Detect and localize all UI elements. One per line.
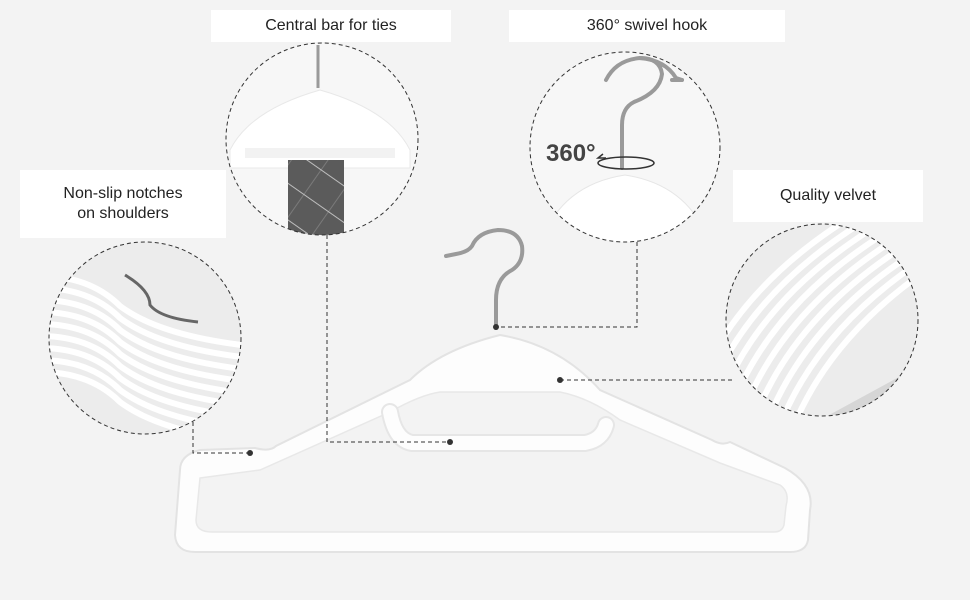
notch-connector: [192, 420, 250, 454]
label-central-bar-text: Central bar for ties: [265, 17, 397, 34]
label-quality-velvet-text: Quality velvet: [779, 187, 877, 204]
label-non-slip-line2: on shoulders: [77, 205, 169, 222]
rotate-icon: [597, 156, 655, 170]
hanger-opening: [195, 391, 788, 533]
label-non-slip-line1: Non-slip notches: [63, 185, 183, 202]
hook-connector: [496, 242, 638, 328]
label-non-slip: Non-slip notches on shoulders: [20, 170, 226, 238]
hook-badge: 360°: [546, 140, 596, 167]
callout-dots: [247, 324, 563, 456]
callout-lines: [192, 235, 735, 454]
central-bar-dot: [447, 439, 453, 445]
main-hook: [444, 227, 525, 330]
hook-dot: [493, 324, 499, 330]
notches-detail: [48, 241, 242, 435]
tie: [288, 160, 344, 235]
notch-dot: [247, 450, 253, 456]
velvet-detail: [725, 223, 919, 417]
central-bar-connector: [326, 235, 450, 443]
label-central-bar: Central bar for ties: [211, 10, 451, 42]
label-swivel-hook: 360° swivel hook: [509, 10, 785, 42]
swivel-hook-detail: [529, 51, 721, 243]
label-quality-velvet: Quality velvet: [733, 170, 923, 222]
label-swivel-hook-text: 360° swivel hook: [586, 17, 708, 34]
central-bar-detail: [225, 42, 419, 236]
velvet-dot: [557, 377, 563, 383]
main-hanger: [173, 227, 812, 553]
